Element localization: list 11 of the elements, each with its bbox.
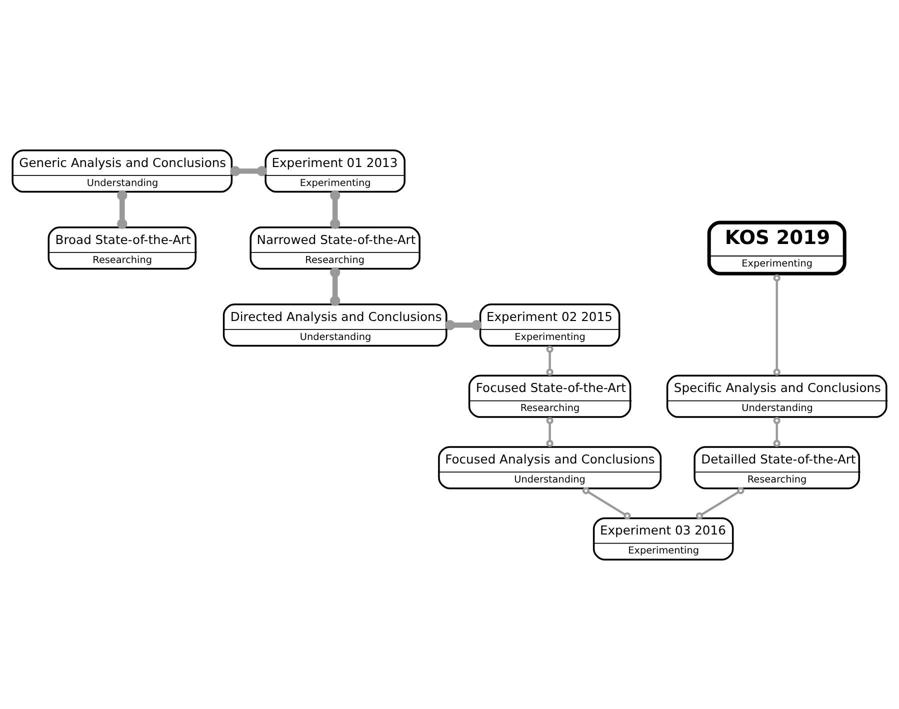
connector — [696, 486, 744, 519]
connector — [582, 486, 631, 519]
connector — [330, 266, 340, 306]
connector — [444, 319, 482, 330]
connector — [546, 416, 554, 447]
connector — [773, 416, 780, 447]
connector — [230, 165, 267, 176]
connector — [773, 274, 780, 376]
connector — [330, 190, 340, 228]
connector — [546, 345, 554, 376]
connector — [117, 190, 128, 228]
